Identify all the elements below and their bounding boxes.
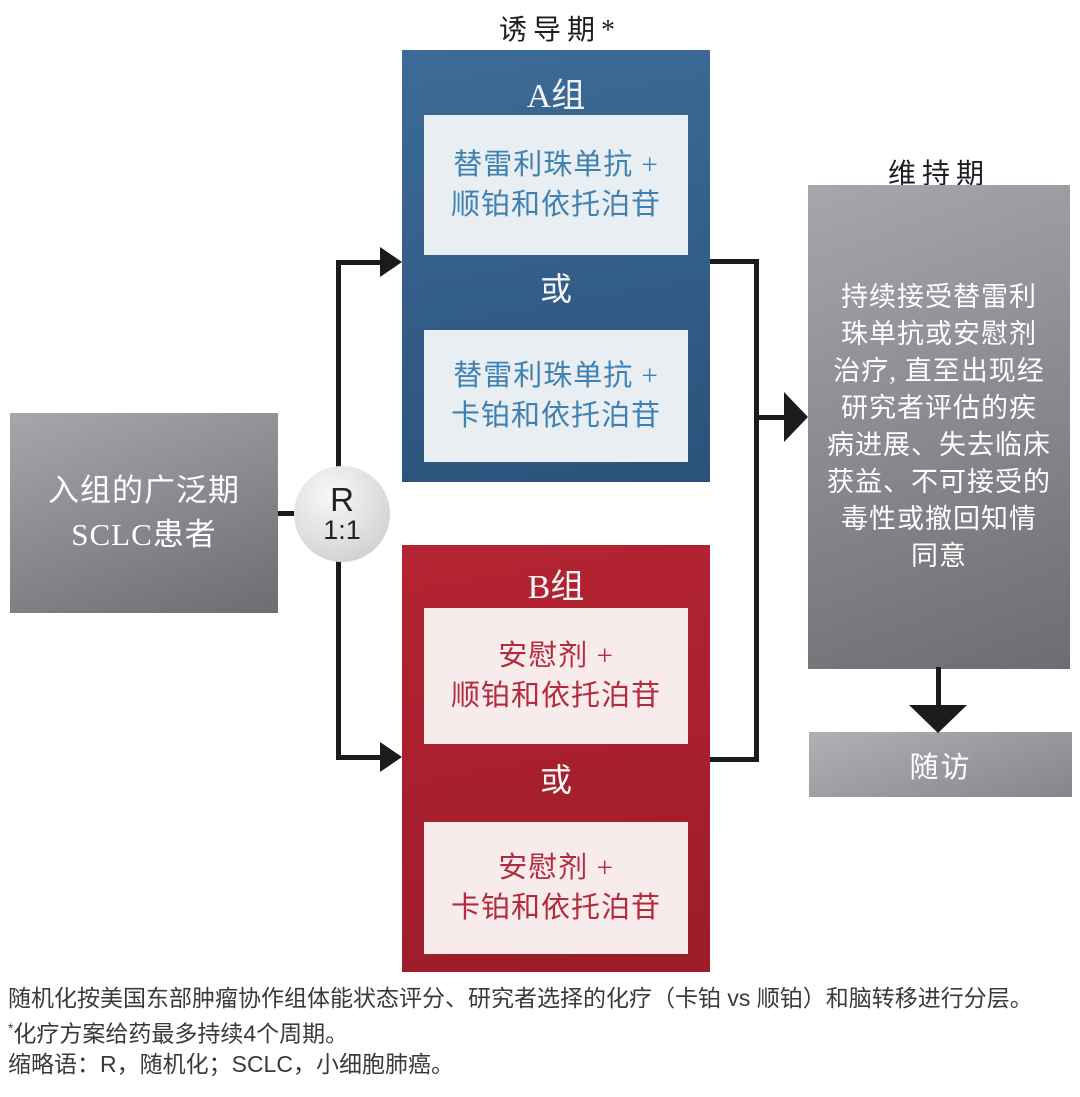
group-a-box: A组 替雷利珠单抗 + 顺铂和依托泊苷 或 替雷利珠单抗 + 卡铂和依托泊苷 [402,50,710,482]
group-b-arm2-box: 安慰剂 + 卡铂和依托泊苷 [424,822,688,954]
footnote-abbreviations: 缩略语：R，随机化；SCLC，小细胞肺癌。 [8,1050,454,1077]
connector-a-out [710,259,759,264]
group-b-or-label: 或 [539,762,572,798]
connector-to-group-b [336,755,382,760]
group-a-arm1-box: 替雷利珠单抗 + 顺铂和依托泊苷 [424,115,688,255]
randomization-letter: R [330,481,354,518]
footnote-asterisk: * [8,1020,14,1036]
connector-to-maintenance [754,415,784,420]
arrowhead-maintenance-icon [784,392,808,442]
connector-to-group-a [336,260,382,265]
footnote-chemo-cycles: *化疗方案给药最多持续4个周期。 [8,1014,1068,1049]
group-a-label: A组 [526,78,586,115]
connector-merge-vertical [754,259,759,762]
group-a-arm2-box: 替雷利珠单抗 + 卡铂和依托泊苷 [424,330,688,462]
footnote-stratification: 随机化按美国东部肿瘤协作组体能状态评分、研究者选择的化疗（卡铂 vs 顺铂）和脑… [8,985,1033,1011]
maintenance-phase-title: 维持期 [887,159,990,190]
randomization-node: R 1:1 [294,466,390,562]
connector-r-up [336,260,341,472]
maintenance-box: 持续接受替雷利 珠单抗或安慰剂 治疗, 直至出现经 研究者评估的疾 病进展、失去… [808,185,1070,669]
arrowhead-followup-icon [909,705,967,733]
connector-to-followup [936,667,941,705]
footnote-chemo-cycles-text: 化疗方案给药最多持续4个周期。 [13,1020,349,1047]
randomization-ratio: 1:1 [323,515,361,545]
arrowhead-group-a-icon [380,247,402,277]
connector-b-out [710,757,759,762]
group-a-or-label: 或 [539,271,572,307]
footnotes: 随机化按美国东部肿瘤协作组体能状态评分、研究者选择的化疗（卡铂 vs 顺铂）和脑… [8,983,1068,1079]
patient-box: 入组的广泛期 SCLC患者 [10,413,278,613]
group-b-arm1-box: 安慰剂 + 顺铂和依托泊苷 [424,608,688,744]
group-b-box: B组 安慰剂 + 顺铂和依托泊苷 或 安慰剂 + 卡铂和依托泊苷 [402,545,710,972]
connector-r-down [336,558,341,760]
group-b-label: B组 [527,569,585,606]
followup-box: 随访 [809,732,1072,797]
induction-phase-title: 诱导期* [498,15,621,46]
arrowhead-group-b-icon [380,742,402,772]
